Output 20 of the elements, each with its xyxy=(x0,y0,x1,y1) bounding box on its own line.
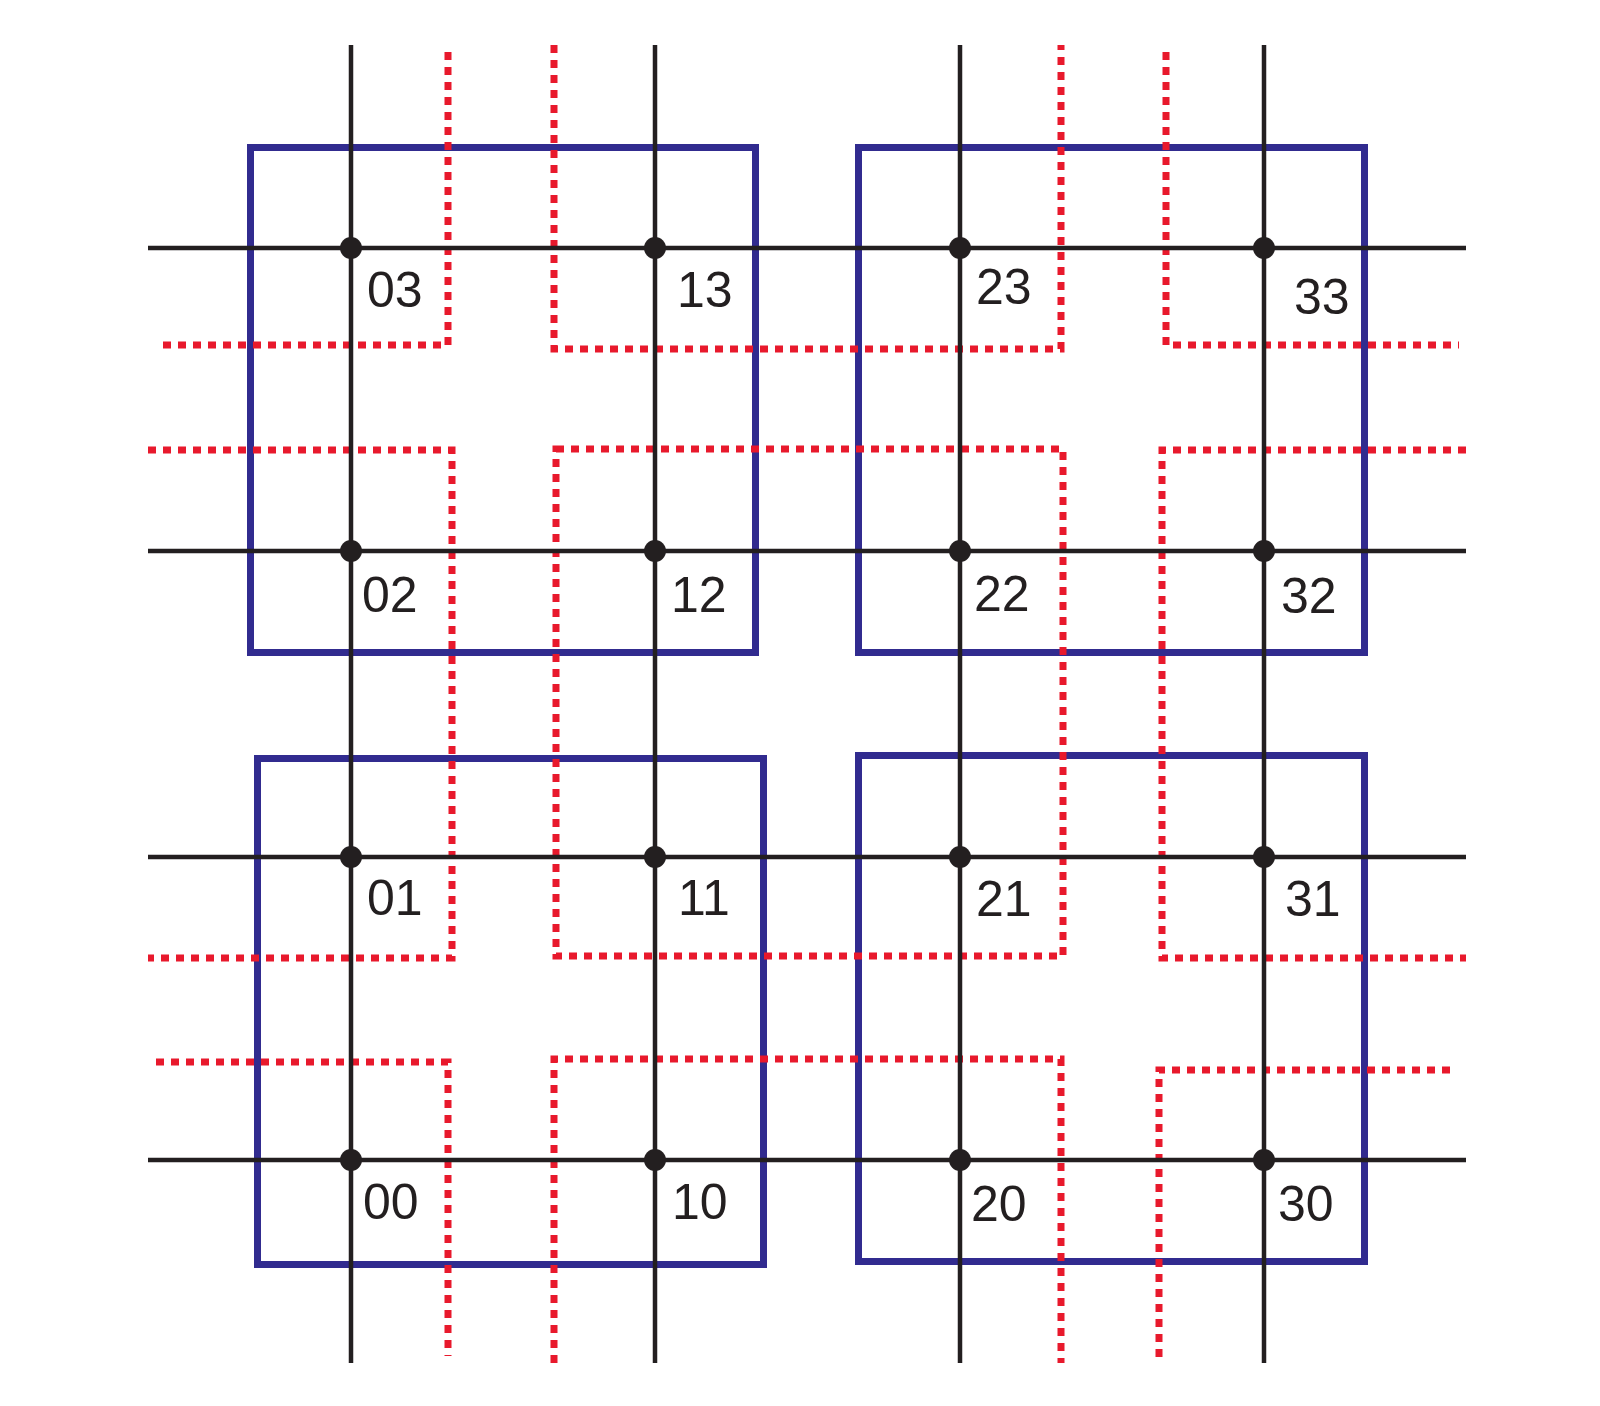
vertex-label: 11 xyxy=(678,872,730,923)
vertex-label: 00 xyxy=(363,1176,419,1227)
vertex-label: 22 xyxy=(974,568,1030,619)
vertex-label: 01 xyxy=(367,872,423,923)
square-frame xyxy=(855,144,1368,656)
square-frame xyxy=(855,752,1368,1265)
vertex-label: 23 xyxy=(976,261,1032,312)
vertex-label: 33 xyxy=(1294,271,1350,322)
vertex-label: 13 xyxy=(677,264,733,315)
vertex-label: 12 xyxy=(671,569,727,620)
vertex-label: 02 xyxy=(362,569,418,620)
square-frame xyxy=(254,755,767,1268)
vertex-label: 21 xyxy=(976,873,1032,924)
vertex-label: 10 xyxy=(672,1176,728,1227)
vertex-label: 32 xyxy=(1281,570,1337,621)
vertex-label: 03 xyxy=(367,264,423,315)
square-frame xyxy=(247,144,759,656)
vertex-label: 20 xyxy=(971,1178,1027,1229)
vertex-label: 30 xyxy=(1278,1178,1334,1229)
vertex-label: 31 xyxy=(1285,873,1341,924)
